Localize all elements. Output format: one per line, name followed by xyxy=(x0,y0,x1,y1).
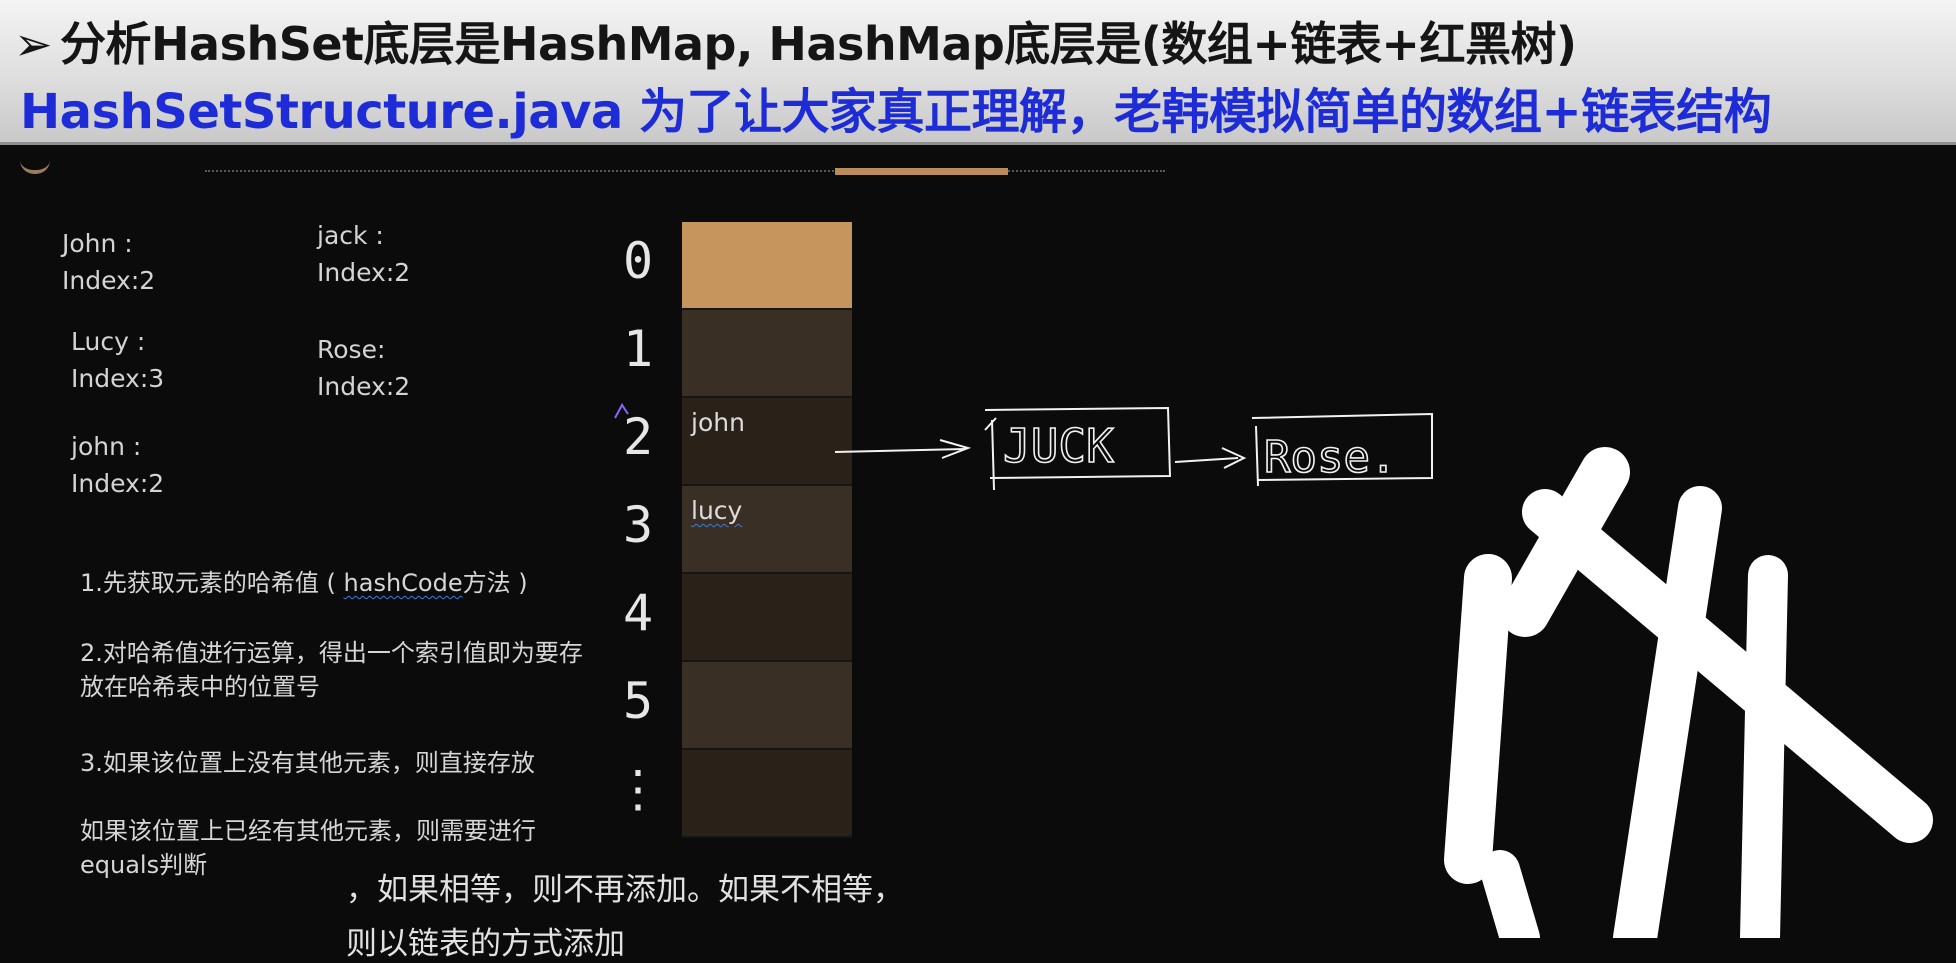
slide-title-text: 分析HashSet底层是HashMap, HashMap底层是(数组+链表+红黑… xyxy=(60,17,1577,71)
entry-index: Index:2 xyxy=(62,266,156,295)
chain-arrow-2 xyxy=(1174,447,1247,469)
chain-node-jack xyxy=(984,406,1172,491)
step-5: ，如果相等，则不再添加。如果不相等， xyxy=(346,872,904,908)
bucket-index-0: 0 xyxy=(622,232,654,290)
bucket-index-5: 5 xyxy=(622,672,654,730)
entry-john-lower: john : Index:2 xyxy=(71,428,164,502)
bucket-index-1: 1 xyxy=(622,320,654,378)
bucket-3: lucy xyxy=(682,486,852,574)
step-1: 1.先获取元素的哈希值 ( hashCode方法 ) xyxy=(80,566,585,600)
bucket-4 xyxy=(682,574,852,662)
entry-index: Index:2 xyxy=(71,469,165,498)
step-3: 3.如果该位置上没有其他元素，则直接存放 xyxy=(80,749,535,777)
title-banner: ➢分析HashSet底层是HashMap, HashMap底层是(数组+链表+红… xyxy=(0,0,1956,145)
bucket-index-2: 2 xyxy=(622,408,654,466)
bucket-content: lucy xyxy=(691,496,743,525)
slide-title: ➢分析HashSet底层是HashMap, HashMap底层是(数组+链表+红… xyxy=(14,8,1577,74)
dotted-divider xyxy=(205,170,1165,172)
entry-name: John : xyxy=(62,229,133,258)
bucket-index-3: 3 xyxy=(622,496,654,554)
entry-name: john : xyxy=(71,432,142,461)
entry-name: Lucy : xyxy=(71,327,146,356)
entry-name: Rose: xyxy=(317,335,386,364)
step-4: 如果该位置上已经有其他元素，则需要进行equals判断 xyxy=(80,817,536,879)
step-1-b: 方法 ) xyxy=(462,569,528,597)
entry-index: Index:2 xyxy=(317,372,411,401)
corner-mark xyxy=(20,152,50,174)
slide-subtitle: HashSetStructure.java 为了让大家真正理解，老韩模拟简单的数… xyxy=(20,84,1772,140)
bucket-index-6: ⋮ xyxy=(613,760,663,818)
annotation-layer: JUCK Rose. xyxy=(614,403,1933,938)
entry-name: jack : xyxy=(317,221,384,250)
chain-arrow-1 xyxy=(834,439,972,459)
bucket-5 xyxy=(682,662,852,750)
chain-node-rose-label: Rose. xyxy=(1264,432,1396,483)
entry-index: Index:3 xyxy=(71,364,165,393)
bullet-arrow-icon: ➢ xyxy=(14,17,53,71)
step-2: 2.对哈希值进行运算，得出一个索引值即为要存放在哈希表中的位置号 xyxy=(80,639,583,701)
bucket-6 xyxy=(682,750,852,838)
entry-jack: jack : Index:2 xyxy=(317,217,410,291)
bucket-0 xyxy=(682,222,852,310)
bucket-content: john xyxy=(691,408,745,437)
bucket-1 xyxy=(682,310,852,398)
step-1-code: hashCode xyxy=(343,569,463,597)
accent-tab xyxy=(835,168,1008,175)
bucket-2: john xyxy=(682,398,852,486)
entry-john: John : Index:2 xyxy=(62,225,155,299)
entry-lucy: Lucy : Index:3 xyxy=(71,323,164,397)
entry-index: Index:2 xyxy=(317,258,411,287)
cursor-mark-icon xyxy=(614,403,629,419)
chain-node-rose xyxy=(1251,412,1433,487)
entry-rose: Rose: Index:2 xyxy=(317,331,410,405)
step-1-a: 1.先获取元素的哈希值 ( xyxy=(80,569,344,597)
chain-node-jack-label: JUCK xyxy=(1003,419,1114,473)
watermark xyxy=(1444,447,1933,938)
bucket-index-4: 4 xyxy=(622,584,654,642)
